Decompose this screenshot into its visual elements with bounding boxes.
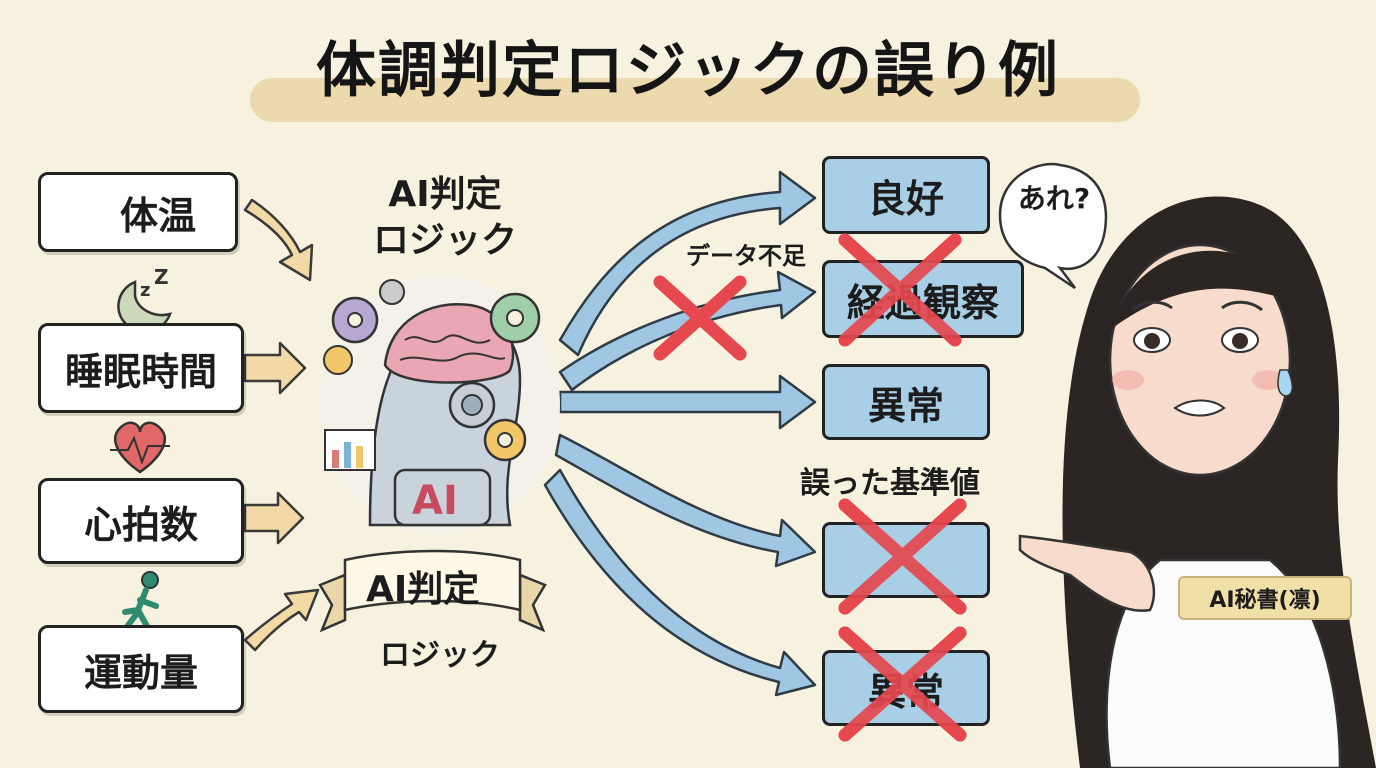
output-watch: 経過観察 xyxy=(822,260,1024,338)
ai-logic-heading-line1: AI判定 xyxy=(388,174,502,215)
ai-logic-heading: AI判定 ロジック xyxy=(350,172,540,264)
speech-bubble-text: あれ? xyxy=(1017,182,1091,215)
assistant-name-tag-label: AI秘書(凛) xyxy=(1209,588,1321,613)
assistant-name-tag: AI秘書(凛) xyxy=(1178,576,1352,620)
output-abnormal: 異常 xyxy=(822,364,990,440)
svg-text:Z: Z xyxy=(154,265,169,289)
svg-text:z: z xyxy=(140,280,150,301)
input-temperature-label: 体温 xyxy=(119,193,196,238)
ai-logic-heading-line2: ロジック xyxy=(372,220,517,261)
input-temperature: 体温 xyxy=(38,172,238,252)
input-activity: 運動量 xyxy=(38,625,244,713)
annotation-wrong-baseline: 誤った基準値 xyxy=(800,466,980,501)
heart-pulse-icon xyxy=(110,421,170,474)
input-sleep: 睡眠時間 xyxy=(38,323,244,413)
input-arrows xyxy=(243,198,320,652)
ribbon-label: AI判定 xyxy=(366,569,480,610)
assistant-character-illustration xyxy=(998,162,1376,768)
output-good-label: 良好 xyxy=(867,176,944,221)
annotation-data-shortage: データ不足 xyxy=(686,242,806,270)
output-abnormal-label: 異常 xyxy=(867,383,944,428)
runner-icon xyxy=(122,571,159,631)
ai-badge: AI xyxy=(412,478,458,524)
output-abnormal-2-label: 異常 xyxy=(867,669,944,714)
moon-sleep-icon: z Z xyxy=(117,265,172,333)
ai-robot-illustration xyxy=(320,275,560,535)
title-highlight xyxy=(250,78,1140,122)
output-hidden xyxy=(822,522,990,598)
input-heart-rate: 心拍数 xyxy=(38,478,244,564)
ribbon-sublabel: ロジック xyxy=(380,638,500,673)
input-heart-rate-label: 心拍数 xyxy=(83,502,198,547)
output-arrows xyxy=(543,170,817,697)
output-watch-label: 経過観察 xyxy=(846,280,999,325)
input-sleep-label: 睡眠時間 xyxy=(64,349,217,394)
page-title: 体調判定ロジックの誤り例 xyxy=(316,36,1060,106)
output-good: 良好 xyxy=(822,156,990,234)
input-activity-label: 運動量 xyxy=(83,650,198,695)
output-abnormal-2: 異常 xyxy=(822,650,990,726)
ribbon-banner xyxy=(318,549,547,633)
